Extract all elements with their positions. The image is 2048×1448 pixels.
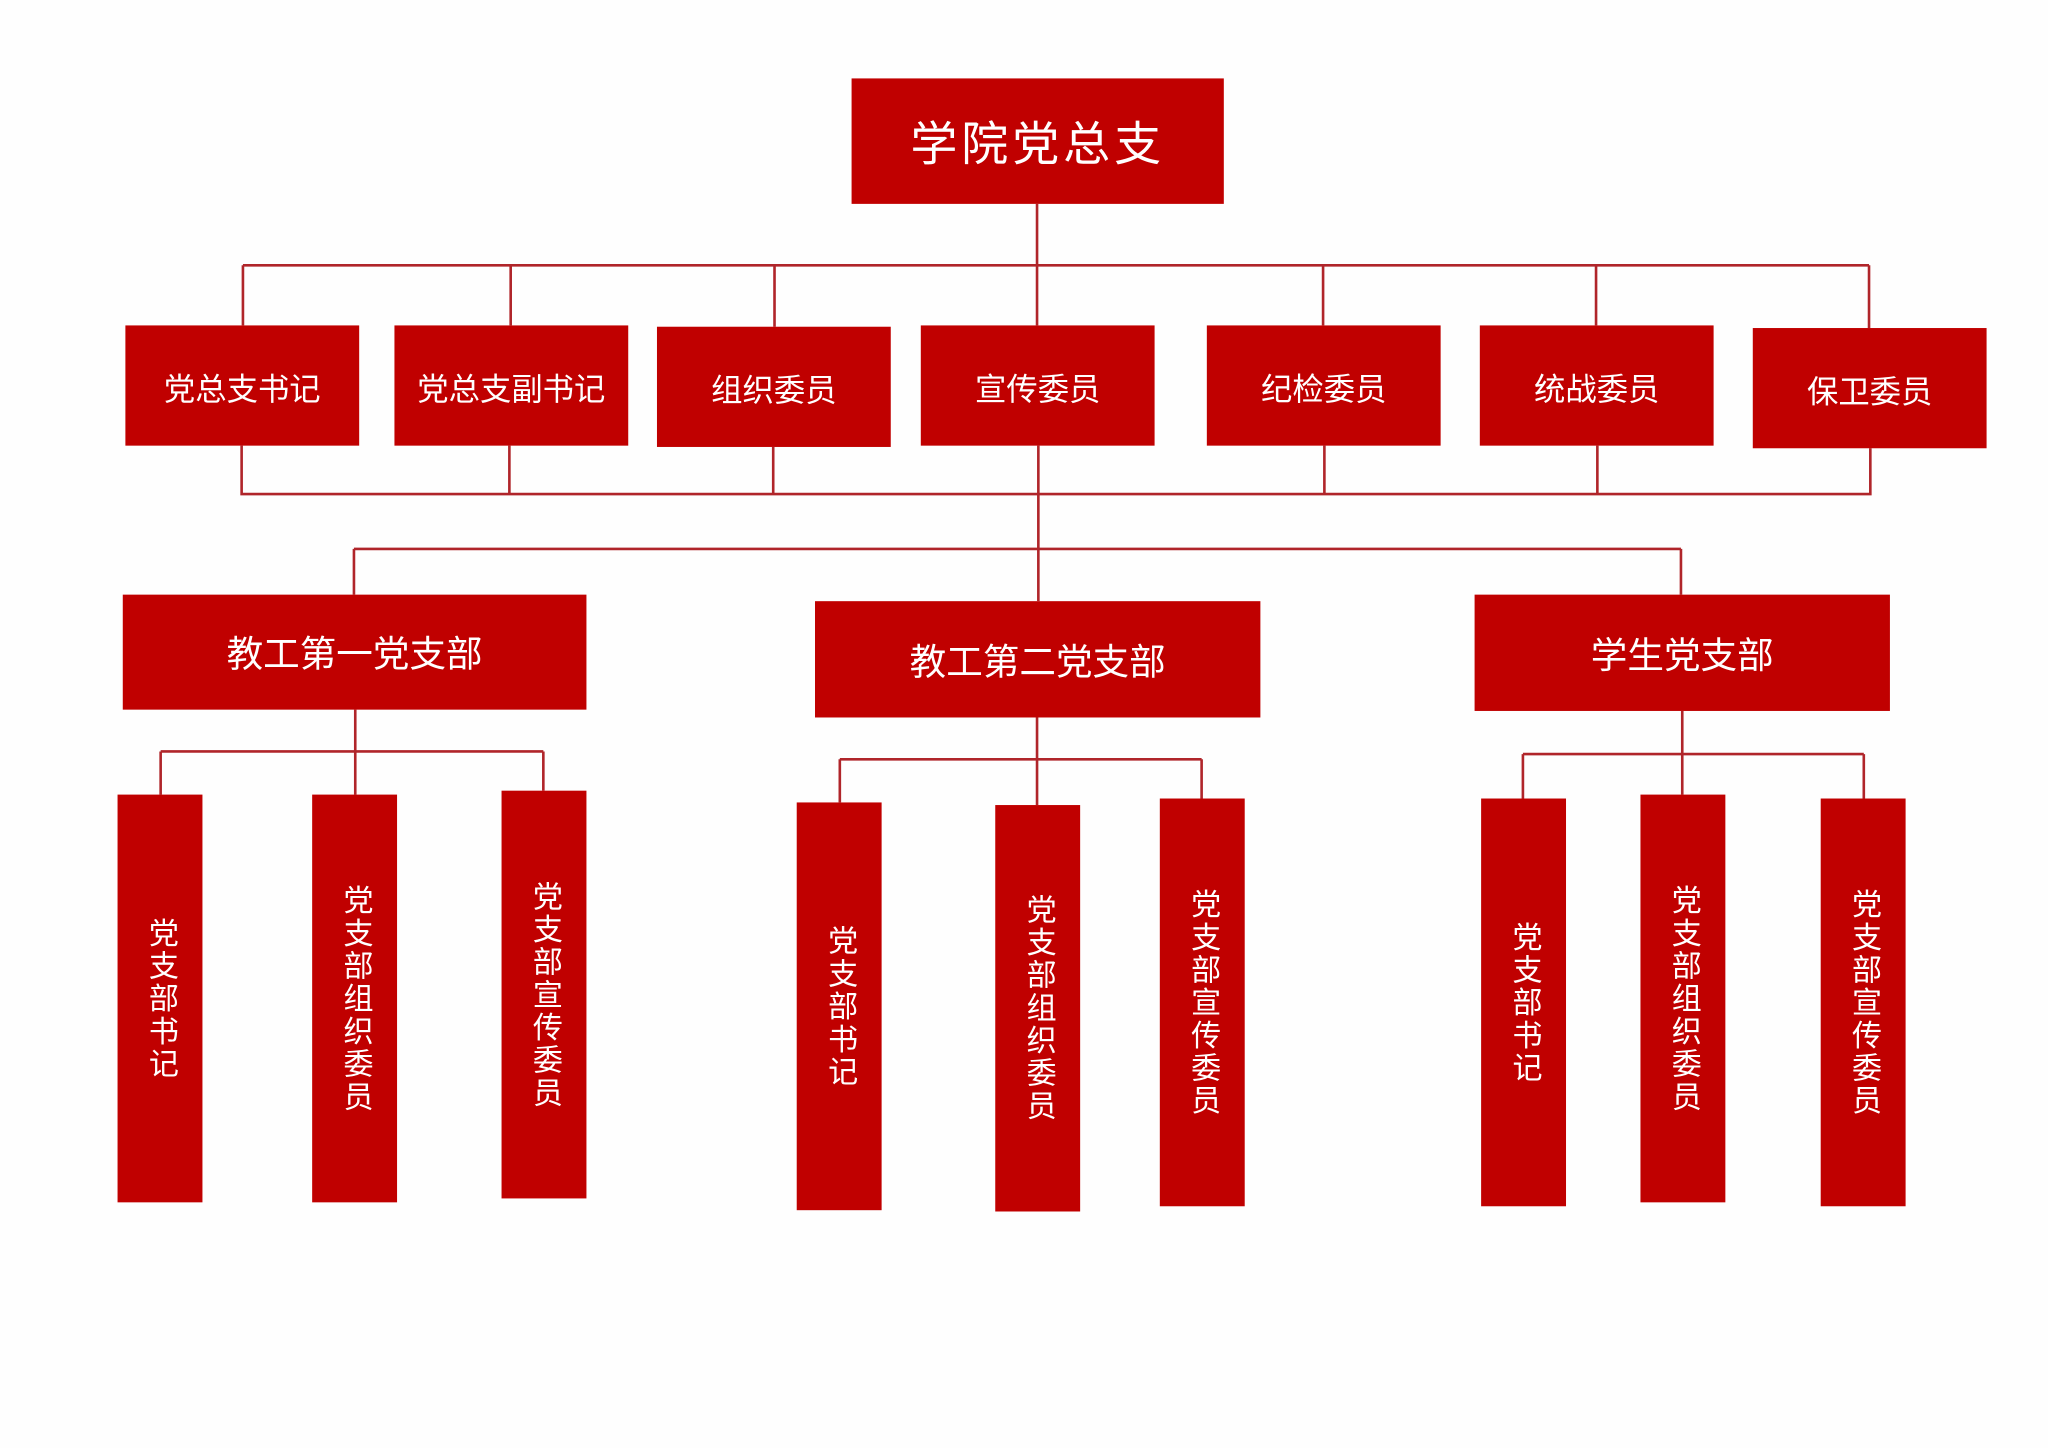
- role-node-branch1-publicity: 党支部宣传委员: [501, 790, 587, 1199]
- role-node-student-secretary: 党支部书记: [1481, 798, 1567, 1207]
- role-node-branch2-publicity: 党支部宣传委员: [1159, 798, 1245, 1207]
- branch-node-student: 学生党支部: [1474, 594, 1890, 711]
- role-node-student-organization: 党支部组织委员: [1640, 794, 1726, 1203]
- committee-node-secretary: 党总支书记: [125, 325, 360, 446]
- branch-node-staff-1: 教工第一党支部: [122, 594, 587, 710]
- committee-node-united-front: 统战委员: [1479, 325, 1714, 446]
- committee-node-deputy-secretary: 党总支副书记: [394, 325, 629, 446]
- role-node-branch2-organization: 党支部组织委员: [995, 805, 1081, 1212]
- committee-node-organization: 组织委员: [656, 326, 891, 447]
- role-node-branch2-secretary: 党支部书记: [796, 802, 882, 1211]
- root-node: 学院党总支: [851, 78, 1224, 204]
- committee-node-discipline: 纪检委员: [1206, 325, 1441, 446]
- role-node-branch1-organization: 党支部组织委员: [312, 794, 398, 1203]
- committee-node-security: 保卫委员: [1752, 328, 1987, 449]
- role-node-student-publicity: 党支部宣传委员: [1820, 798, 1906, 1207]
- committee-node-publicity: 宣传委员: [920, 325, 1155, 446]
- branch-node-staff-2: 教工第二党支部: [815, 601, 1261, 718]
- role-node-branch1-secretary: 党支部书记: [117, 794, 203, 1203]
